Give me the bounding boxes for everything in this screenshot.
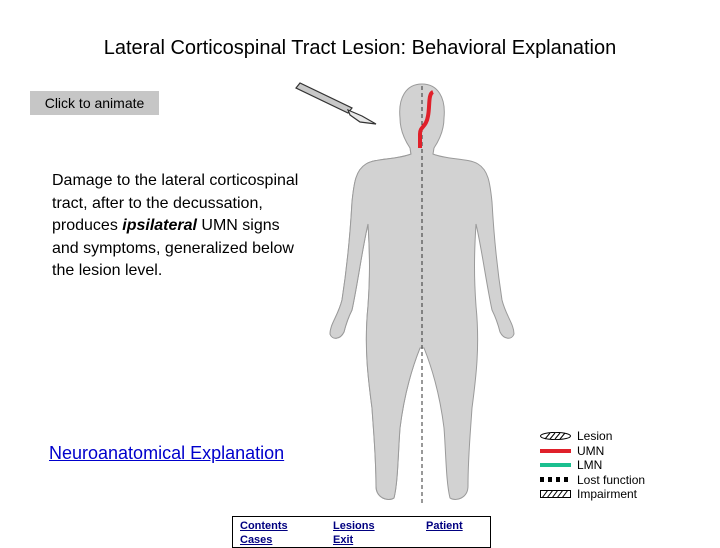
- legend-label-impairment: Impairment: [577, 487, 638, 502]
- diagonal-hatch-icon: [540, 490, 571, 499]
- page-title: Lateral Corticospinal Tract Lesion: Beha…: [103, 37, 617, 59]
- description-text: Damage to the lateral corticospinal trac…: [52, 170, 302, 283]
- animate-button[interactable]: Click to animate: [30, 91, 159, 115]
- bottom-navigation: Contents Lesions Patient Cases Exit: [232, 516, 491, 548]
- neuroanatomical-explanation-link[interactable]: Neuroanatomical Explanation: [49, 443, 285, 463]
- scalpel-icon: [295, 82, 377, 125]
- nav-lesions-link[interactable]: Lesions: [333, 520, 375, 532]
- description-part-1: Damage to the lateral corticospinal trac…: [52, 172, 299, 234]
- body-figure-svg: [295, 82, 515, 503]
- umn-pathway: [418, 90, 435, 148]
- lmn-swatch: [540, 463, 571, 468]
- legend-label-lmn: LMN: [577, 458, 603, 473]
- description-part-2: UMN signs and symptoms, generalized belo…: [52, 217, 294, 279]
- nav-patient-link[interactable]: Patient: [426, 520, 463, 532]
- nav-exit-link[interactable]: Exit: [333, 534, 354, 546]
- nav-contents-link[interactable]: Contents: [240, 520, 288, 532]
- dotted-line-icon: [540, 476, 568, 482]
- description-emphasis: ipsilateral: [122, 217, 197, 234]
- legend-label-lesion: Lesion: [577, 429, 613, 443]
- legend-label-umn: UMN: [577, 443, 605, 458]
- lesion-hatch-icon: [540, 432, 571, 440]
- body-figure: [290, 78, 550, 523]
- legend-label-lost-function: Lost function: [577, 472, 646, 487]
- umn-swatch: [540, 448, 571, 453]
- nav-cases-link[interactable]: Cases: [240, 534, 273, 546]
